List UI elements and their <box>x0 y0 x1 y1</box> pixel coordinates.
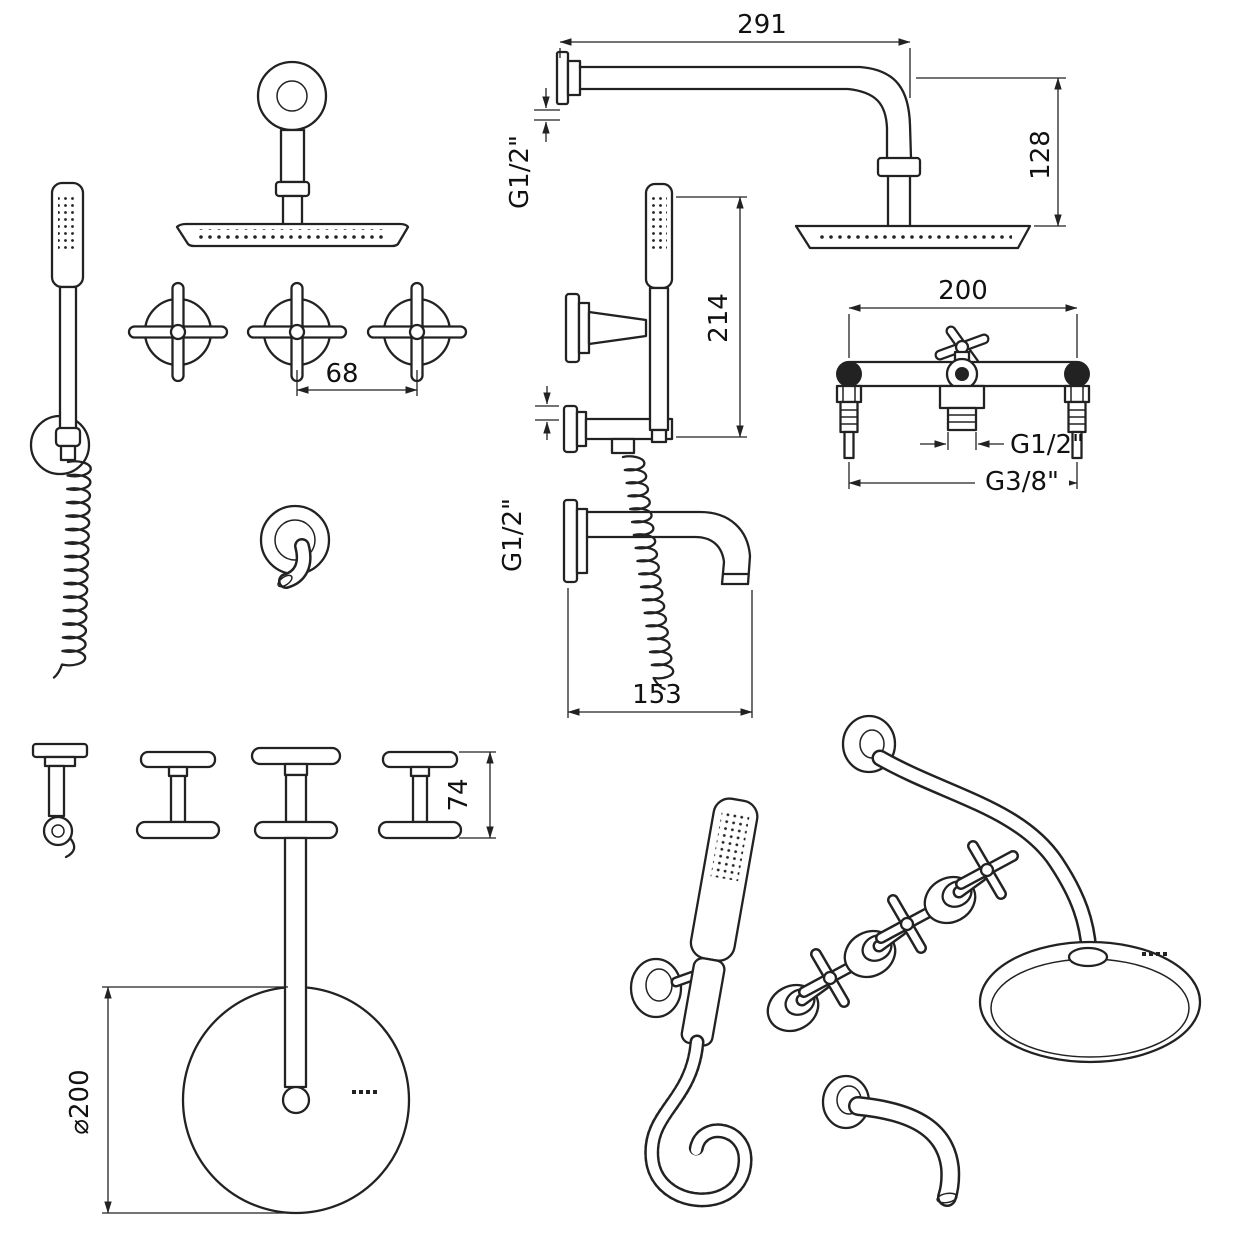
shower-head-3d <box>978 940 1202 1064</box>
hand-shower-handle-side <box>648 286 670 432</box>
supply-wall-plate <box>562 404 579 454</box>
valve-right-knob <box>1064 361 1090 387</box>
escutcheon-inner-ring <box>276 80 308 112</box>
shower-arm-3d-fill <box>874 752 1095 956</box>
thread-ticks-spout <box>535 405 559 421</box>
spray-face-pattern <box>58 196 77 250</box>
holder-wall-plate <box>564 292 581 364</box>
holder-clip <box>54 426 82 448</box>
dim-extension-lines-200 <box>848 314 1078 358</box>
dim-extension-lines-153 <box>567 588 753 718</box>
view-cross-handles-front: 68 <box>127 281 468 396</box>
view-handles-side: 74 <box>31 742 496 859</box>
head-dome-3d <box>1067 946 1109 968</box>
dim-valve-spacing-label: 200 <box>938 276 988 306</box>
dim-extension-lines-diameter <box>102 986 288 1214</box>
shower-hose-coil <box>52 460 92 679</box>
spray-face-pattern-side <box>651 194 667 250</box>
arm-drop-pipe <box>886 174 912 228</box>
cross-handle-3d-2 <box>843 894 939 979</box>
dim-head-diameter-label: ⌀200 <box>65 1069 95 1134</box>
view-spout-front <box>259 504 331 589</box>
ceiling-shower-front <box>250 746 342 840</box>
cross-handle-3 <box>366 281 468 383</box>
valve-left-knob <box>836 361 862 387</box>
hose-nipple <box>59 444 77 462</box>
cross-handle-2 <box>246 281 348 383</box>
dim-extension-lines-214 <box>676 196 747 438</box>
view-shower-arm-side: 291 G1/2" 128 <box>505 10 1066 250</box>
view-valve-assembly: 200 G1/2" G3/8" <box>835 276 1091 497</box>
dim-arm-length-label: 291 <box>737 10 787 40</box>
arm-wall-flange <box>555 50 570 106</box>
outlet-extension-lines <box>947 432 977 450</box>
arm-outer-edge <box>578 65 913 160</box>
spout-escutcheon-inner <box>274 519 316 561</box>
arm-union-nut <box>876 156 922 178</box>
spout-3d-fill <box>850 1098 958 1205</box>
spout-mouth <box>277 574 293 588</box>
spout-side-bottom-edge <box>585 535 726 586</box>
view-perspective-set <box>629 714 1202 1208</box>
dim-extension-lines-291 <box>559 48 911 98</box>
label-backing <box>975 467 1069 495</box>
shower-pipe <box>279 128 306 184</box>
arm-inner-edge <box>578 87 889 160</box>
head-center-boss <box>281 1085 311 1115</box>
nozzle-band-side <box>816 231 1012 242</box>
dim-handshower-height-label: 214 <box>704 293 734 343</box>
cross-handle-3d-3 <box>923 840 1019 925</box>
spout-curve-fill <box>280 540 310 587</box>
thread-outlet-label: G1/2" <box>1010 430 1084 460</box>
cross-handle-1 <box>127 281 229 383</box>
nozzle-band <box>198 229 388 240</box>
hand-shower-3d <box>680 797 759 1047</box>
holder-flange <box>577 301 591 355</box>
cross-handle-3d-1 <box>766 948 862 1033</box>
supply-flange <box>575 410 588 448</box>
view-overhead-shower-top: ⌀200 <box>65 836 411 1215</box>
spout-side-top-edge <box>585 510 752 586</box>
shower-hose-coil-side <box>621 455 675 691</box>
shower-pipe-lower <box>281 194 304 228</box>
thread-arm-label: G1/2" <box>505 135 535 209</box>
brand-mark-3d <box>1142 952 1167 956</box>
view-overhead-shower-front <box>175 60 410 248</box>
spout-side-mouth <box>720 572 750 586</box>
dim-handle-height-label: 74 <box>444 778 474 811</box>
ceiling-arm-pipe <box>283 836 308 1089</box>
hose-connector <box>610 437 636 455</box>
t-handle-side-2 <box>377 750 463 840</box>
brand-mark <box>352 1090 377 1094</box>
thread-spout-label: G1/2" <box>498 498 528 572</box>
thread-supply-label: G3/8" <box>985 467 1059 497</box>
view-hand-shower-front <box>29 181 92 679</box>
valve-left-leg <box>835 384 863 460</box>
thread-ticks-arm <box>534 109 560 121</box>
holder-escutcheon-3d <box>629 957 683 1019</box>
holder-side-view <box>31 742 89 859</box>
valve-center-port <box>955 367 969 381</box>
view-hand-shower-side: 214 G1/2" 153 <box>498 182 753 718</box>
spout-flange-side <box>575 507 589 575</box>
spout-wall-plate-side <box>562 498 579 584</box>
valve-right-leg <box>1063 384 1091 460</box>
t-handle-side-1 <box>135 750 221 840</box>
hose-coil-3d-core <box>646 1037 750 1205</box>
valve-center-outlet <box>938 384 986 432</box>
hand-shower-handle <box>58 285 78 432</box>
dim-arm-drop-label: 128 <box>1026 130 1056 180</box>
spout-mouth-3d <box>936 1192 958 1204</box>
holder-cone <box>587 310 648 346</box>
arm-flange-hub <box>566 59 582 97</box>
dim-handle-gap-label: 68 <box>325 359 358 389</box>
wall-escutcheon <box>256 60 328 132</box>
handle-end-cap <box>650 428 668 444</box>
dim-spout-reach-label: 153 <box>632 680 682 710</box>
union-nut <box>274 180 311 198</box>
